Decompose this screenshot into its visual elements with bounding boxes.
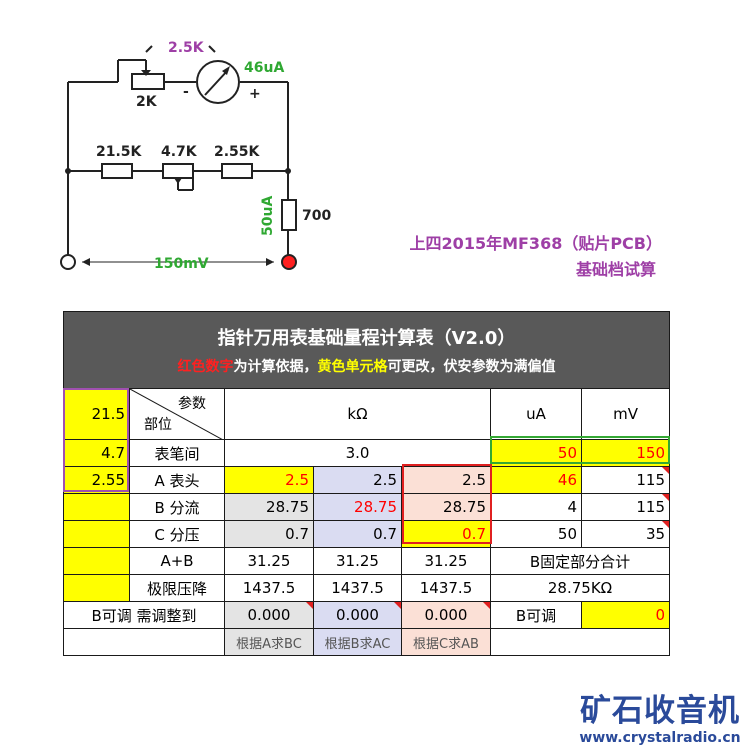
r1-label: 21.5K [96, 144, 143, 160]
r2-label: 4.7K [161, 144, 198, 160]
shunt-ua: 4 [490, 493, 582, 521]
shunt-b: 28.75 [313, 493, 402, 521]
row-label-apb: A+B [129, 547, 225, 575]
pot-4-7k [162, 163, 194, 179]
table-title: 指针万用表基础量程计算表（V2.0） [217, 328, 516, 349]
resistor-2-55k [221, 163, 253, 179]
row-label-divider: C 分压 [129, 520, 225, 548]
note-c: 根据C求AB [401, 628, 491, 656]
meter-mv: 115 [580, 466, 671, 494]
apb-c: 31.25 [401, 547, 491, 575]
limit-b: 1437.5 [313, 574, 402, 602]
site-logo: 矿石收音机 www.crystalradio.cn [578, 694, 742, 748]
param-part-corner: 参数 部位 [129, 388, 225, 440]
terminal-positive [281, 254, 297, 270]
pot-label: 2K [136, 94, 158, 110]
r3-label: 2.55K [214, 144, 261, 160]
caption-line1: 上四2015年MF368（贴片PCB） [409, 234, 662, 253]
shunt-c: 28.75 [401, 493, 491, 521]
probe-mv[interactable]: 150 [580, 439, 671, 467]
meter-b: 2.5 [313, 466, 402, 494]
meter-minus: - [183, 84, 189, 100]
b-adjust-right-label: B可调 [490, 601, 582, 629]
unit-mv: mV [580, 388, 671, 440]
probe-kohm: 3.0 [224, 439, 491, 467]
part-label: 部位 [144, 417, 172, 433]
shunt-mv: 115 [580, 493, 671, 521]
subtitle-mid: 为计算依据， [233, 359, 318, 375]
input-blank-3[interactable] [63, 547, 130, 575]
b-fixed-label: B固定部分合计 [489, 547, 671, 575]
meter-plus: + [249, 86, 261, 102]
input-r2[interactable]: 4.7 [63, 439, 130, 467]
meter-current-label: 46uA [244, 60, 284, 76]
b-adjust-b: 0.000 [313, 601, 402, 629]
input-blank-4[interactable] [63, 574, 130, 602]
subtitle-end: 可更改，伏安参数为满偏值 [387, 359, 556, 375]
b-adjust-a: 0.000 [224, 601, 314, 629]
b-adjust-right-value[interactable]: 0 [580, 601, 671, 629]
divider-c[interactable]: 0.7 [401, 520, 491, 548]
caption-line2: 基础档试算 [575, 260, 656, 279]
input-r3[interactable]: 2.55 [63, 466, 130, 494]
divider-ua: 50 [490, 520, 582, 548]
logo-url: www.crystalradio.cn [579, 730, 741, 746]
apb-a: 31.25 [224, 547, 314, 575]
meter-a[interactable]: 2.5 [224, 466, 314, 494]
shunt-label: 700 [302, 208, 331, 224]
row-label-limit: 极限压降 [129, 574, 225, 602]
limit-a: 1437.5 [224, 574, 314, 602]
meter-ua[interactable]: 46 [490, 466, 582, 494]
shunt-current-label: 50uA [260, 196, 276, 236]
input-blank-1[interactable] [63, 493, 130, 521]
note-b: 根据B求AC [313, 628, 402, 656]
pot-top-label: 2.5K [168, 40, 205, 56]
meter-c: 2.5 [401, 466, 491, 494]
subtitle-red: 红色数字 [177, 359, 234, 375]
row-label-shunt: B 分流 [129, 493, 225, 521]
b-adjust-c: 0.000 [401, 601, 491, 629]
logo-name: 矿石收音机 [580, 693, 740, 729]
terminal-negative [60, 254, 76, 270]
table-subtitle: 红色数字为计算依据，黄色单元格可更改，伏安参数为满偏值 [68, 356, 665, 376]
limit-c: 1437.5 [401, 574, 491, 602]
divider-a: 0.7 [224, 520, 314, 548]
subtitle-yellow: 黄色单元格 [317, 359, 388, 375]
shunt-a: 28.75 [224, 493, 314, 521]
b-adjust-label: B可调 需调整到 [63, 601, 225, 629]
notes-spacer [63, 628, 225, 656]
probe-ua[interactable]: 50 [490, 439, 582, 467]
apb-b: 31.25 [313, 547, 402, 575]
table-header: 指针万用表基础量程计算表（V2.0） 红色数字为计算依据，黄色单元格可更改，伏安… [62, 311, 671, 389]
resistor-700 [281, 199, 297, 231]
resistor-21-5k [101, 163, 133, 179]
pot-2k [131, 73, 165, 90]
unit-kohm: kΩ [224, 388, 491, 440]
divider-b: 0.7 [313, 520, 402, 548]
b-fixed-value: 28.75KΩ [489, 574, 671, 602]
voltage-label: 150mV [154, 256, 209, 272]
divider-mv: 35 [580, 520, 671, 548]
calc-table: 指针万用表基础量程计算表（V2.0） 红色数字为计算依据，黄色单元格可更改，伏安… [62, 311, 671, 656]
note-a: 根据A求BC [224, 628, 314, 656]
unit-ua: uA [490, 388, 582, 440]
row-label-probe: 表笔间 [129, 439, 225, 467]
param-label: 参数 [178, 396, 206, 412]
input-blank-2[interactable] [63, 520, 130, 548]
notes-spacer-right [489, 628, 671, 656]
input-r1[interactable]: 21.5 [63, 388, 130, 440]
row-label-meter: A 表头 [129, 466, 225, 494]
circuit-schematic: 2.5K 46uA 2K - + 21.5K 4.7K 2.55K 700 50… [60, 40, 331, 272]
